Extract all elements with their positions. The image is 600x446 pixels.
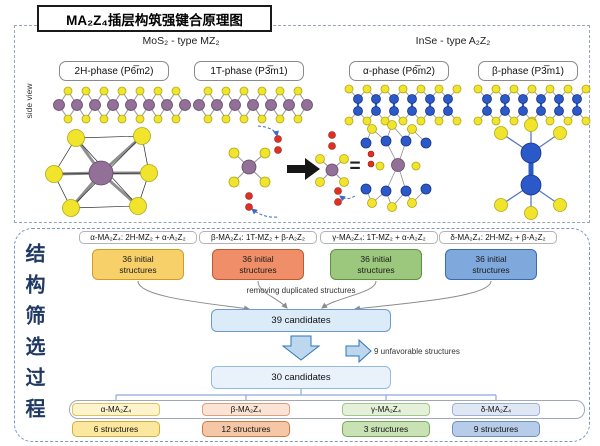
inse-type-header: InSe - type A₂Z₂ [415, 35, 491, 47]
split-connector [115, 389, 497, 401]
final-label-alpha: α-MA₂Z₄ [72, 403, 160, 416]
principle-panel: MoS₂ - type MZ₂ InSe - type A₂Z₂ 2H-phas… [14, 25, 591, 223]
crystal-strip-1t [193, 86, 313, 124]
candidates-39-box: 39 candidates [211, 309, 391, 332]
charge-transfer-arrow [339, 195, 356, 202]
phase-label-beta: β-phase (P3̅m1) [478, 61, 578, 81]
charge-transfer-arrow [257, 125, 279, 137]
octahedron-structure [45, 127, 158, 217]
group-count-delta-text: 36 initial structures [472, 253, 510, 275]
group-count-beta-text: 36 initial structures [239, 253, 277, 275]
group-label-gamma: γ-MA₂Z₄: 1T-MZ₂ + α-A₂Z₂ [320, 231, 438, 244]
group-count-delta: 36 initial structures [445, 249, 537, 280]
group-count-alpha-text: 36 initial structures [119, 253, 157, 275]
final-count-alpha: 6 structures [72, 421, 160, 437]
screening-side-label: 结构筛选过程 [22, 243, 44, 429]
group-count-gamma: 36 initial structures [330, 249, 422, 280]
final-label-beta: β-MA₂Z₄ [202, 403, 290, 416]
figure-title: MA₂Z₄插层构筑强键合原理图 [37, 5, 272, 32]
final-count-gamma: 3 structures [342, 421, 430, 437]
candidates-30-box: 30 candidates [211, 366, 391, 389]
final-count-beta: 12 structures [202, 421, 290, 437]
unfavorable-label: 9 unfavorable structures [374, 347, 460, 356]
mz2-unit-before [228, 125, 282, 218]
transform-arrow-icon [287, 158, 320, 180]
right-arrow-icon [345, 338, 372, 364]
phase-label-2h: 2H-phase (P6̅m2) [59, 61, 169, 81]
converging-arrows [137, 280, 492, 312]
mos2-type-header: MoS₂ - type MZ₂ [142, 35, 220, 47]
screening-panel: 结构筛选过程 α-MA₂Z₄: 2H-MZ₂ + α-A₂Z₂ β-MA₂Z₄:… [14, 228, 590, 442]
final-label-delta: δ-MA₂Z₄ [452, 403, 540, 416]
charge-transfer-arrow [251, 208, 278, 218]
a2z2-dimer-structure [494, 118, 567, 220]
final-count-delta: 9 structures [452, 421, 540, 437]
final-label-gamma: γ-MA₂Z₄ [342, 403, 430, 416]
equals-sign: = [349, 156, 361, 177]
phase-label-alpha: α-phase (P6̅m2) [349, 61, 449, 81]
removing-duplicates-label: removing duplicated structures [246, 286, 356, 295]
group-label-delta: δ-MA₂Z₄: 2H-MZ₂ + β-A₂Z₂ [439, 231, 557, 244]
crystal-structures [45, 84, 591, 220]
group-count-beta: 36 initial structures [212, 249, 304, 280]
phase-label-1t: 1T-phase (P3̅m1) [194, 61, 304, 81]
crystal-strip-2h [53, 86, 191, 124]
combined-ma2z4-structure [360, 120, 432, 212]
group-label-beta: β-MA₂Z₄: 1T-MZ₂ + β-A₂Z₂ [199, 231, 317, 244]
group-count-alpha: 36 initial structures [92, 249, 184, 280]
crystal-strip-alpha [344, 84, 462, 126]
mz2-unit-after [315, 131, 356, 206]
crystal-strip-beta [473, 84, 591, 126]
group-count-gamma-text: 36 initial structures [357, 253, 395, 275]
down-arrow-icon [281, 335, 321, 361]
group-label-alpha: α-MA₂Z₄: 2H-MZ₂ + α-A₂Z₂ [79, 231, 197, 244]
flow-arrows [115, 280, 497, 401]
